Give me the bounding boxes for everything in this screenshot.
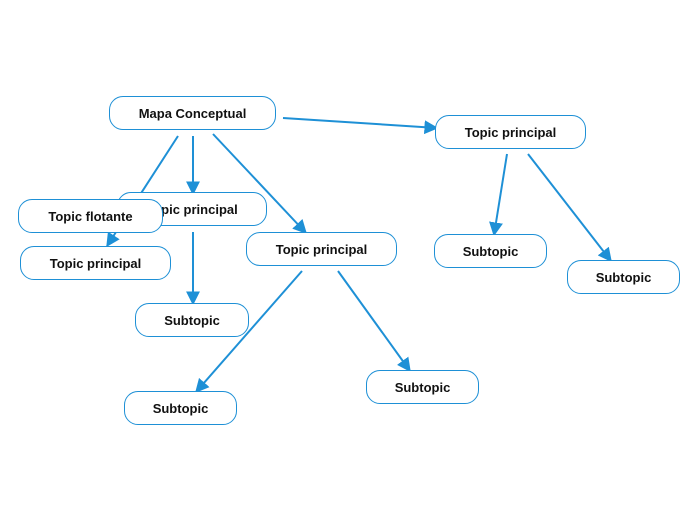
subtopic-node[interactable]: Subtopic bbox=[124, 391, 237, 425]
connector-topic-center-to-sub-right bbox=[337, 270, 411, 373]
subtopic-node[interactable]: Subtopic bbox=[567, 260, 680, 294]
node-label: Topic principal bbox=[464, 124, 557, 140]
root-topic-node[interactable]: Mapa Conceptual bbox=[109, 96, 276, 130]
connector-topic-center-to-sub-bottom bbox=[195, 270, 303, 394]
node-label: Topic principal bbox=[49, 255, 142, 271]
subtopic-node[interactable]: Subtopic bbox=[135, 303, 249, 337]
node-label: Mapa Conceptual bbox=[138, 105, 247, 121]
node-label: Subtopic bbox=[152, 400, 209, 416]
connector-topic-right-to-sub-b bbox=[527, 153, 612, 263]
floating-topic-node[interactable]: Topic flotante bbox=[18, 199, 163, 233]
connector-root-to-topic-center bbox=[212, 133, 307, 235]
node-label: Subtopic bbox=[394, 379, 451, 395]
connector-topic-right-to-sub-a bbox=[489, 153, 508, 237]
main-topic-node[interactable]: Topic principal bbox=[20, 246, 171, 280]
main-topic-node[interactable]: Topic principal bbox=[246, 232, 397, 266]
node-label: Topic flotante bbox=[48, 208, 133, 224]
node-label: Subtopic bbox=[595, 269, 652, 285]
main-topic-node[interactable]: Topic principal bbox=[435, 115, 586, 149]
subtopic-node[interactable]: Subtopic bbox=[366, 370, 479, 404]
subtopic-node[interactable]: Subtopic bbox=[434, 234, 547, 268]
node-label: Subtopic bbox=[462, 243, 519, 259]
node-label: Topic principal bbox=[275, 241, 368, 257]
node-label: Subtopic bbox=[164, 312, 220, 328]
connector-root-to-topic-right bbox=[282, 117, 439, 135]
